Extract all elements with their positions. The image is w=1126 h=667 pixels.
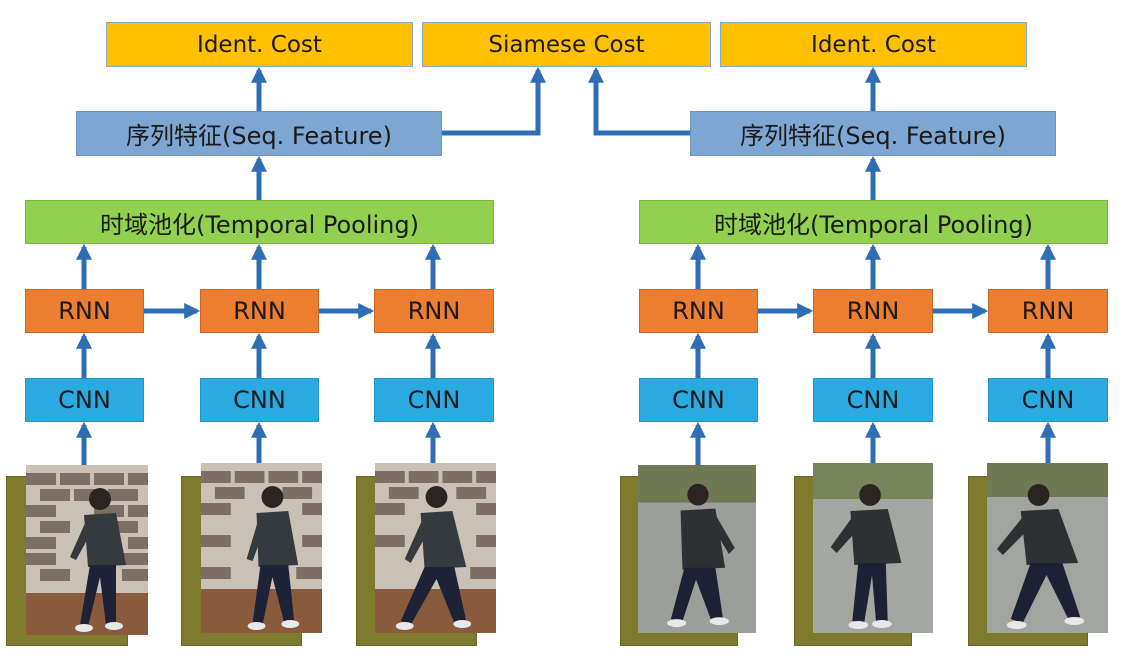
arrow-feat-siamese-r (587, 66, 690, 136)
frame-left-1 (26, 465, 148, 635)
ident-cost-left: Ident. Cost (106, 22, 413, 67)
temporal-pooling-right-label: 时域池化(Temporal Pooling) (713, 210, 1033, 239)
rnn-right-1-label: RNN (672, 297, 725, 325)
ident-cost-left-label: Ident. Cost (197, 31, 322, 58)
cnn-right-1: CNN (639, 378, 758, 422)
cnn-left-1: CNN (25, 378, 144, 422)
seq-feature-left-label: 序列特征(Seq. Feature) (126, 122, 392, 150)
rnn-left-3: RNN (374, 289, 494, 333)
arrow-feat-siamese-l (442, 66, 547, 136)
seq-feature-left: 序列特征(Seq. Feature) (76, 111, 442, 156)
cnn-right-2-label: CNN (846, 386, 900, 414)
walking-person-image (201, 463, 322, 633)
rnn-left-1-label: RNN (58, 297, 111, 325)
frame-right-3 (987, 463, 1108, 633)
cnn-right-2: CNN (813, 378, 933, 422)
walking-person-image (813, 463, 933, 633)
walking-person-image (375, 463, 496, 633)
frame-right-1 (638, 465, 756, 633)
seq-feature-right-label: 序列特征(Seq. Feature) (740, 122, 1006, 150)
rnn-right-2: RNN (813, 289, 933, 333)
walking-person-image (987, 463, 1108, 633)
temporal-pooling-left-label: 时域池化(Temporal Pooling) (99, 210, 419, 239)
rnn-left-2-label: RNN (233, 297, 286, 325)
walking-person-image (638, 465, 756, 633)
rnn-right-2-label: RNN (846, 297, 900, 325)
rnn-left-3-label: RNN (407, 297, 461, 325)
rnn-right-3: RNN (988, 289, 1108, 333)
cnn-right-3: CNN (988, 378, 1108, 422)
frame-left-2 (201, 463, 322, 633)
ident-cost-right: Ident. Cost (720, 22, 1027, 67)
temporal-pooling-right: 时域池化(Temporal Pooling) (639, 200, 1108, 244)
frame-right-2 (813, 463, 933, 633)
rnn-right-3-label: RNN (1021, 297, 1075, 325)
rnn-right-1: RNN (639, 289, 758, 333)
temporal-pooling-left: 时域池化(Temporal Pooling) (25, 200, 494, 244)
siamese-cost-label: Siamese Cost (488, 31, 645, 58)
walking-person-image (26, 465, 148, 635)
cnn-left-2-label: CNN (233, 386, 286, 414)
cnn-left-1-label: CNN (58, 386, 111, 414)
rnn-left-2: RNN (200, 289, 319, 333)
ident-cost-right-label: Ident. Cost (811, 31, 936, 58)
seq-feature-right: 序列特征(Seq. Feature) (690, 111, 1056, 156)
siamese-cost: Siamese Cost (422, 22, 711, 67)
cnn-left-3-label: CNN (407, 386, 461, 414)
rnn-left-1: RNN (25, 289, 144, 333)
frame-left-3 (375, 463, 496, 633)
cnn-left-3: CNN (374, 378, 494, 422)
cnn-right-1-label: CNN (672, 386, 725, 414)
cnn-right-3-label: CNN (1021, 386, 1075, 414)
cnn-left-2: CNN (200, 378, 319, 422)
